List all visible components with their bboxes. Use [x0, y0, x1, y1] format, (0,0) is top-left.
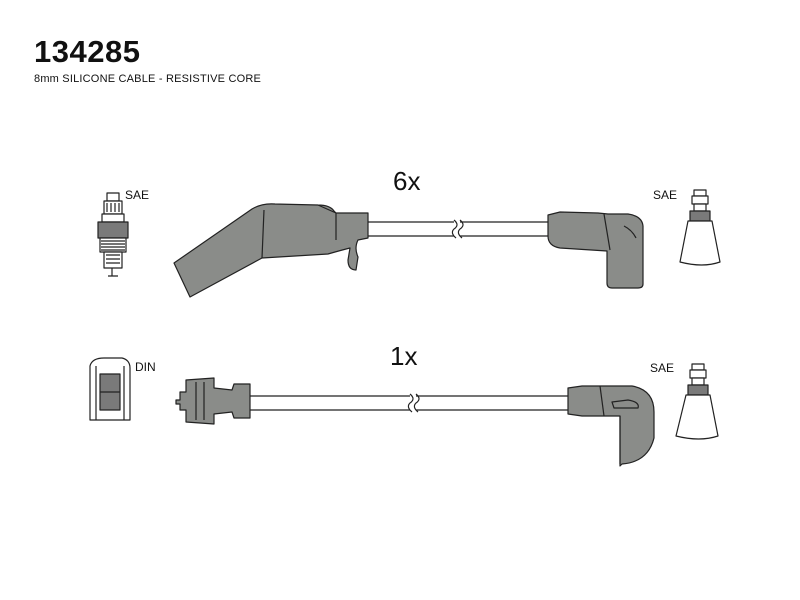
- part-number: 134285: [34, 34, 141, 69]
- cable-description: 8mm SILICONE CABLE - RESISTIVE CORE: [34, 73, 262, 85]
- plug-lead-distributor-boot: [547, 211, 644, 289]
- plug-lead-quantity: 6x: [393, 166, 421, 196]
- spark-plug-terminal-label: SAE: [125, 188, 150, 202]
- plug-lead-distributor-terminal-label: SAE: [653, 188, 678, 202]
- spark-plug-icon: [97, 192, 129, 277]
- coil-lead-quantity: 1x: [390, 341, 418, 371]
- coil-lead-cable: [250, 393, 568, 413]
- coil-terminal-label: DIN: [135, 360, 156, 374]
- coil-lead-distributor-terminal-icon: [675, 363, 719, 440]
- coil-lead-distributor-boot: [567, 385, 655, 467]
- plug-lead-cable: [368, 219, 548, 239]
- coil-terminal-icon: [89, 357, 131, 421]
- coil-lead-coil-boot: [175, 377, 251, 425]
- plug-lead-spark-plug-boot: [173, 203, 369, 298]
- plug-lead-distributor-terminal-icon: [679, 189, 721, 266]
- coil-lead-distributor-terminal-label: SAE: [650, 361, 675, 375]
